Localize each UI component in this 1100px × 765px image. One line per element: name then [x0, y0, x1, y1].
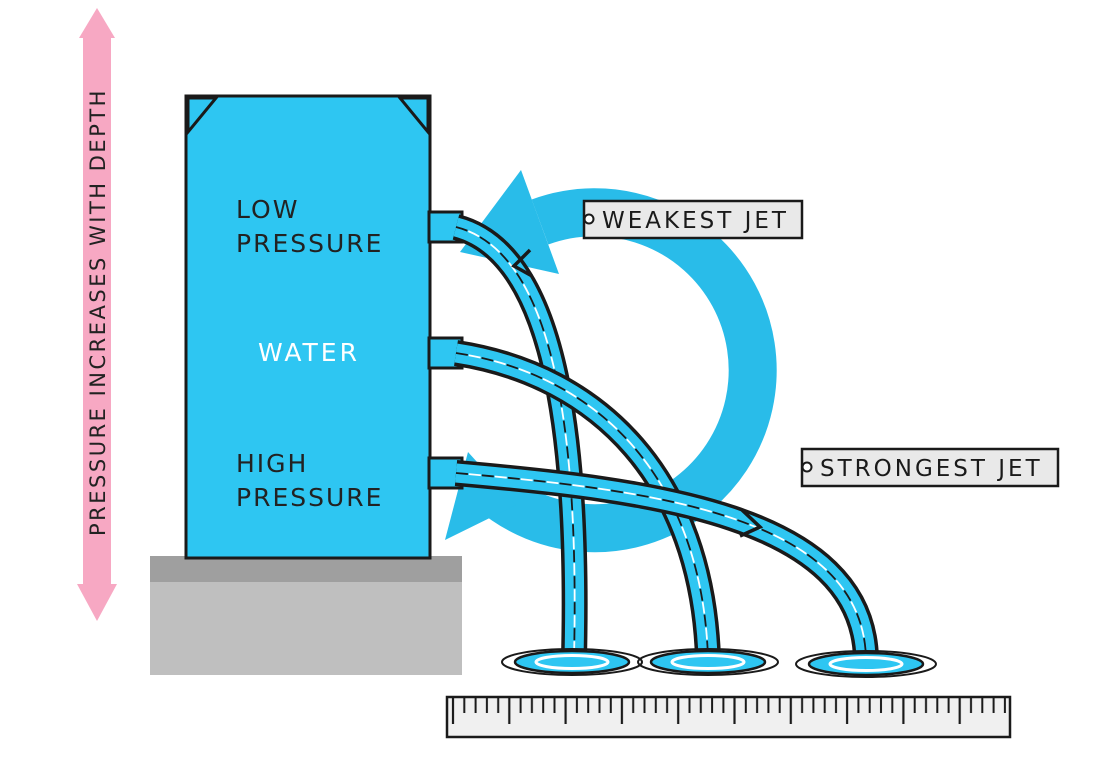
weakest-jet-label: WEAKEST JET: [602, 208, 789, 234]
connector-dot-icon: [583, 213, 595, 225]
stand-base: [150, 556, 462, 675]
strongest-jet-label: STRONGEST JET: [820, 456, 1043, 482]
splash-middle: [637, 648, 779, 676]
arrow-head-down-icon: [77, 584, 117, 621]
weakest-jet-callout: WEAKEST JET: [582, 199, 804, 240]
middle-jet-stream: [454, 340, 721, 659]
jet-direction-arrow-icon: [511, 248, 533, 278]
strongest-jet-callout: STRONGEST JET: [800, 447, 1060, 488]
weakest-jet-stream: [452, 214, 588, 659]
arrow-shaft: [83, 36, 111, 586]
base-block: [150, 582, 462, 675]
connector-dot-icon: [801, 461, 813, 473]
tank-rim-right: [396, 96, 430, 137]
pressure-depth-arrow: PRESSURE INCREASES WITH DEPTH: [77, 8, 117, 621]
water-tank: LOW PRESSURE WATER HIGH PRESSURE: [184, 94, 464, 560]
strongest-jet-stream: [454, 460, 879, 659]
water-jets: [452, 214, 879, 659]
high-pressure-label-line2: PRESSURE: [236, 483, 383, 512]
water-label: WATER: [258, 338, 360, 367]
tank-rim-left: [186, 96, 220, 137]
high-pressure-label-line1: HIGH: [236, 449, 308, 478]
low-pressure-label-line1: LOW: [236, 195, 299, 224]
splash-strongest: [795, 650, 937, 678]
arrow-head-up-icon: [79, 8, 115, 38]
callout-box: [800, 447, 1060, 488]
splashes: [501, 648, 937, 678]
ruler-tick-marks: [447, 697, 1010, 737]
tank-body: [184, 94, 432, 560]
ruler: [445, 695, 1012, 739]
pressure-depth-arrow-label: PRESSURE INCREASES WITH DEPTH: [86, 88, 110, 536]
splash-weakest: [501, 648, 643, 676]
jet-direction-arrow-icon: [739, 508, 764, 538]
low-pressure-label-line2: PRESSURE: [236, 229, 383, 258]
base-slab: [150, 556, 462, 582]
